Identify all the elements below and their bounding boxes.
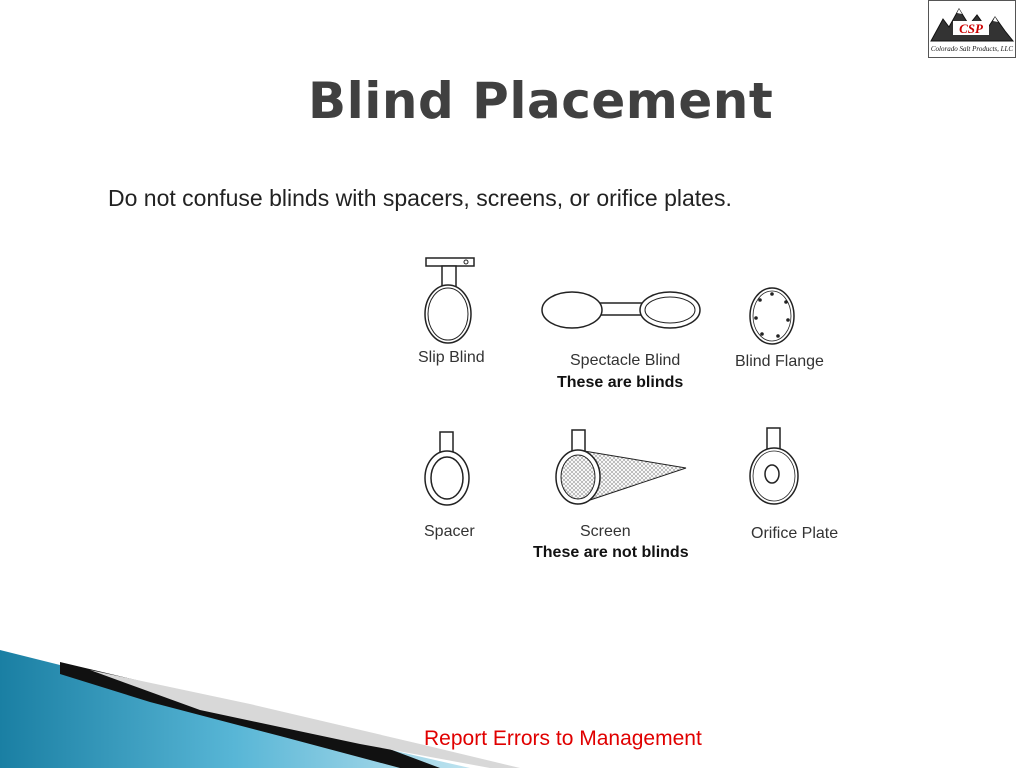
caption-blinds: These are blinds: [557, 374, 684, 391]
svg-text:Colorado Salt Products, LLC: Colorado Salt Products, LLC: [931, 45, 1014, 53]
company-logo: CSP Colorado Salt Products, LLC: [928, 0, 1016, 58]
slide-subtitle: Do not confuse blinds with spacers, scre…: [108, 185, 732, 211]
screen-icon: [555, 429, 687, 505]
spectacle-blind-icon: [541, 291, 701, 329]
label-orifice-plate: Orifice Plate: [751, 525, 839, 542]
label-slip-blind: Slip Blind: [418, 349, 485, 366]
label-spacer: Spacer: [424, 523, 475, 540]
blind-comparison-diagram: [424, 257, 799, 506]
caption-not-blinds: These are not blinds: [533, 544, 689, 561]
slip-blind-icon: [424, 257, 475, 344]
orifice-plate-icon: [749, 427, 799, 505]
blind-flange-icon: [749, 287, 795, 345]
decorative-swoosh: [0, 650, 520, 768]
slide-title: Blind Placement: [308, 72, 774, 130]
label-spectacle-blind: Spectacle Blind: [570, 352, 681, 369]
label-screen: Screen: [580, 523, 631, 540]
label-blind-flange: Blind Flange: [735, 353, 824, 370]
svg-text:CSP: CSP: [959, 21, 984, 36]
spacer-icon: [424, 431, 470, 506]
footer-report-errors: Report Errors to Management: [424, 727, 702, 750]
